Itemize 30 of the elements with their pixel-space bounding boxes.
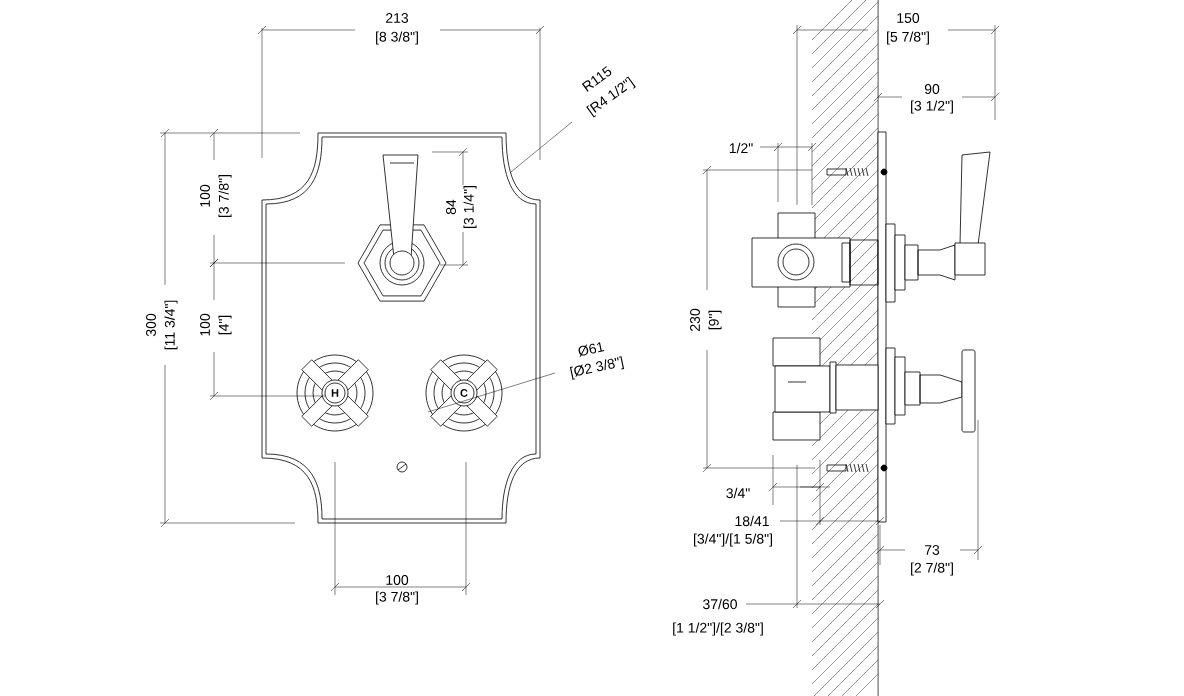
dimension-label: 1/2" <box>729 142 753 154</box>
dimension-label: [3 1/4"] <box>463 186 477 228</box>
dimension-label: 73 <box>924 545 940 555</box>
dimension-label: Ø61 <box>578 342 605 357</box>
dimension-label: 300 <box>146 313 156 337</box>
dimension-label: 100 <box>200 184 210 207</box>
dimension-label: 3/4" <box>726 487 750 499</box>
handle-letter: H <box>331 389 339 397</box>
dimension-label: [1 1/2"]/[2 3/8"] <box>673 622 763 636</box>
dimension-label: 100 <box>200 313 210 336</box>
dimension-label: [4"] <box>218 315 232 335</box>
dimension-label: [3 7/8"] <box>218 175 232 217</box>
dimension-label: 100 <box>386 575 409 585</box>
dimension-label: [5 7/8"] <box>887 31 929 45</box>
dimension-label: 230 <box>690 308 700 331</box>
dimension-label: [8 3/8"] <box>376 31 418 45</box>
dimension-label: 150 <box>897 13 920 23</box>
dimension-label: [Ø2 3/8"] <box>569 356 625 380</box>
dimension-label: 84 <box>446 199 456 215</box>
dimension-label: [2 7/8"] <box>911 562 953 576</box>
dimension-label: 37/60 <box>703 598 737 610</box>
dimension-label: 213 <box>386 13 409 23</box>
dimension-label: [3 7/8"] <box>376 591 418 605</box>
dimension-label: 18/41 <box>735 515 769 527</box>
dimension-label: 90 <box>924 84 940 94</box>
dimension-label: [11 3/4"] <box>164 300 178 350</box>
dimension-label: [9"] <box>708 310 722 330</box>
dimension-label: [3 1/2"] <box>911 100 953 114</box>
dimension-label: [3/4"]/[1 5/8"] <box>694 533 772 547</box>
handle-letter: C <box>460 389 468 397</box>
